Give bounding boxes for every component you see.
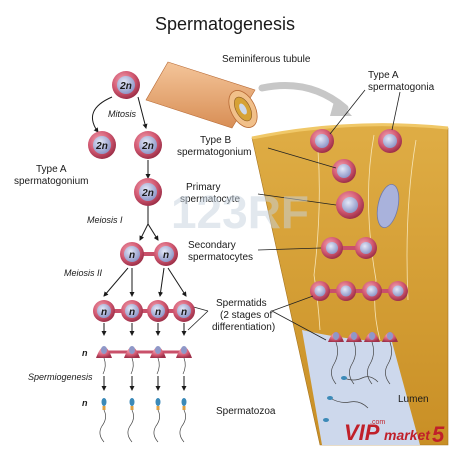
spermiogenesis-label: Spermiogenesis xyxy=(28,372,93,382)
tissue-type-b-cell xyxy=(332,159,356,183)
svg-text:n: n xyxy=(155,307,161,318)
svg-text:.com: .com xyxy=(370,419,385,426)
haploid-label-2: n xyxy=(82,398,88,408)
cell-2n-right: 2n xyxy=(134,131,162,159)
type-a-spermatogonia-label-1: Type A xyxy=(368,70,399,81)
spermatids-label-2: (2 stages of xyxy=(220,310,272,321)
flow-arrows xyxy=(91,96,187,391)
tissue-spermatid xyxy=(362,281,382,301)
page-title: Spermatogenesis xyxy=(155,14,295,34)
secondary-spermatocytes-label-1: Secondary xyxy=(188,240,236,251)
tissue-sperm-heads xyxy=(323,376,347,422)
tissue-secondary-spermatocyte xyxy=(355,237,377,259)
svg-text:2n: 2n xyxy=(95,141,108,152)
svg-text:2n: 2n xyxy=(141,188,154,199)
tissue-spermatid xyxy=(310,281,330,301)
zoom-arrow xyxy=(258,82,349,112)
svg-text:5: 5 xyxy=(432,422,445,447)
cell-n-secondary-right: n xyxy=(154,242,178,266)
seminiferous-tubule-label: Seminiferous tubule xyxy=(222,54,311,65)
type-a-spermatogonia-label-2: spermatogonia xyxy=(368,82,435,93)
tissue-type-a-cell xyxy=(378,129,402,153)
tissue-late-spermatids xyxy=(328,332,398,342)
spermatozoa-row xyxy=(99,398,187,443)
type-a-spermatogonium-label-1: Type A xyxy=(36,164,67,175)
late-spermatid-row xyxy=(96,346,192,375)
meiosis-2-label: Meiosis II xyxy=(64,268,103,278)
spermatids-label-3: differentiation) xyxy=(212,322,275,333)
cell-n-spermatid-1: n xyxy=(93,300,115,322)
svg-text:2n: 2n xyxy=(119,81,132,92)
cell-n-secondary-left: n xyxy=(120,242,144,266)
svg-text:n: n xyxy=(129,307,135,318)
cell-n-spermatid-3: n xyxy=(147,300,169,322)
cell-2n-top: 2n xyxy=(112,71,140,99)
svg-text:2n: 2n xyxy=(141,141,154,152)
svg-text:n: n xyxy=(129,250,135,261)
secondary-spermatocytes-label-2: spermatocytes xyxy=(188,252,253,263)
type-b-spermatogonium-label-1: Type B xyxy=(200,135,231,146)
brand-watermark: VIP .com market 5 xyxy=(344,419,445,447)
primary-spermatocyte-label-1: Primary xyxy=(186,182,220,193)
sertoli-nucleus xyxy=(376,183,400,229)
zoom-arrow-head xyxy=(330,98,352,116)
primary-spermatocyte-label-2: spermatocyte xyxy=(180,194,240,205)
tissue-spermatid xyxy=(336,281,356,301)
type-b-spermatogonium-label-2: spermatogonium xyxy=(177,147,251,158)
cell-2n-left: 2n xyxy=(88,131,116,159)
tissue-secondary-spermatocyte xyxy=(321,237,343,259)
spermatozoa-label: Spermatozoa xyxy=(216,406,276,417)
tissue-type-a-cell xyxy=(310,129,334,153)
lumen-label: Lumen xyxy=(398,394,429,405)
seminiferous-tubule xyxy=(145,61,258,129)
svg-text:VIP: VIP xyxy=(344,420,380,445)
tissue-spermatid xyxy=(388,281,408,301)
leader-lines xyxy=(187,89,401,341)
type-a-spermatogonium-label-2: spermatogonium xyxy=(14,176,88,187)
tissue-spermatozoa xyxy=(329,341,392,409)
mitosis-label: Mitosis xyxy=(108,109,137,119)
cell-n-spermatid-2: n xyxy=(121,300,143,322)
spermatids-label-1: Spermatids xyxy=(216,298,267,309)
meiosis-1-label: Meiosis I xyxy=(87,215,123,225)
svg-text:market: market xyxy=(384,427,431,443)
svg-text:n: n xyxy=(181,307,187,318)
watermark-123rf: 123RF xyxy=(171,186,309,238)
tissue-primary-spermatocyte xyxy=(336,191,364,219)
tissue-cells xyxy=(310,129,408,422)
svg-text:n: n xyxy=(101,307,107,318)
svg-text:n: n xyxy=(163,250,169,261)
cell-2n-primary: 2n xyxy=(134,178,162,206)
cell-n-spermatid-4: n xyxy=(173,300,195,322)
haploid-label-1: n xyxy=(82,348,88,358)
